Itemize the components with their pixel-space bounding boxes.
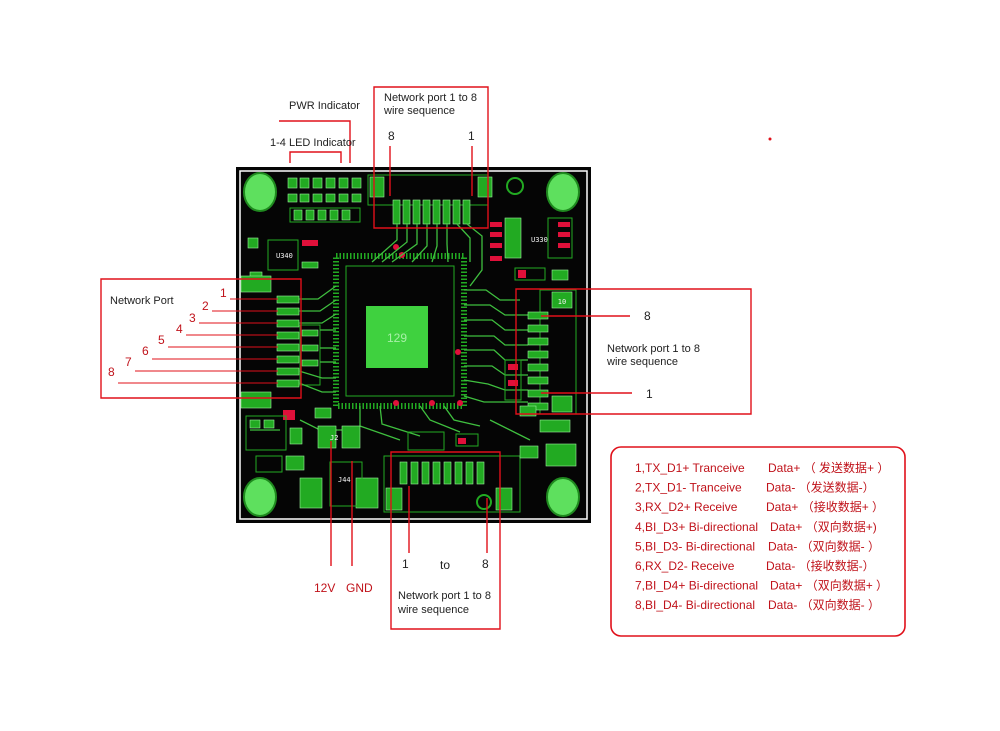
mounting-hole-bl <box>243 477 277 517</box>
chip-thermal-pad <box>366 306 428 368</box>
right-connector: 10 <box>504 289 577 433</box>
left-pin-2: 2 <box>202 299 209 313</box>
legend-pin-7: 7,BI_D4+ Bi-directional <box>635 579 758 593</box>
svg-text:10: 10 <box>558 298 566 306</box>
left-pin-7: 7 <box>125 355 132 369</box>
right-pin-bottom: 1 <box>646 387 653 401</box>
label-gnd: GND <box>346 581 373 595</box>
chip-label: 129 <box>387 331 407 345</box>
via-ring-top <box>506 177 524 195</box>
main-chip: 129 <box>333 244 467 409</box>
left-pin-4: 4 <box>176 322 183 336</box>
left-port-label: Network Port <box>110 295 174 307</box>
mounting-hole-br <box>546 477 580 517</box>
legend-pin-5: 5,BI_D3- Bi-directional <box>635 539 755 553</box>
bottom-pin-right: 8 <box>482 557 489 571</box>
annotation-labels: PWR Indicator 1-4 LED Indicator Network … <box>108 92 700 616</box>
legend-signal-5: Data- （双向数据- ） <box>768 538 880 553</box>
legend-pin-4: 4,BI_D3+ Bi-directional <box>635 520 758 534</box>
silk-j44: J44 <box>338 476 351 484</box>
via-ring-bottom <box>476 494 492 510</box>
top-port-label-line2: wire sequence <box>383 105 455 117</box>
silk-j2: J2 <box>330 434 338 442</box>
pin-legend: 1,TX_D1+ Tranceive Data+ （ 发送数据+ ） 2,TX_D1… <box>610 446 906 637</box>
mounting-hole-tl <box>243 172 277 212</box>
pcb-board: U330 U340 <box>236 167 591 523</box>
top-pin-left: 8 <box>388 129 395 143</box>
mounting-hole-tr <box>546 172 580 212</box>
power-connector: J44 J2 <box>245 415 577 509</box>
legend-rows: 1,TX_D1+ Tranceive Data+ （ 发送数据+ ） 2,TX_D1… <box>635 460 889 612</box>
bottom-to-label: to <box>440 558 450 572</box>
legend-box <box>610 446 906 637</box>
led-indicator-pads <box>287 177 362 223</box>
left-components: U340 <box>247 237 319 279</box>
legend-signal-7: Data+ （双向数据+ ） <box>770 578 888 593</box>
legend-pin-1: 1,TX_D1+ Tranceive <box>635 461 745 475</box>
left-pin-1: 1 <box>220 286 227 300</box>
top-pin-right: 1 <box>468 129 475 143</box>
legend-signal-2: Data- （发送数据-） <box>766 480 875 495</box>
right-pin-top: 8 <box>644 309 651 323</box>
pwr-indicator-label: PWR Indicator <box>289 100 360 112</box>
legend-pin-6: 6,RX_D2- Receive <box>635 559 735 573</box>
right-port-label-line1: Network port 1 to 8 <box>607 343 700 355</box>
legend-signal-6: Data- （接收数据-） <box>766 558 875 573</box>
top-port-label-line1: Network port 1 to 8 <box>384 92 477 104</box>
left-pin-lines <box>118 298 278 384</box>
bottom-port-label-line2: wire sequence <box>397 604 469 616</box>
right-port-label-line2: wire sequence <box>606 356 678 368</box>
left-pin-3: 3 <box>189 311 196 325</box>
left-pin-8: 8 <box>108 365 115 379</box>
legend-signal-1: Data+ （ 发送数据+ ） <box>768 460 889 475</box>
board-edge <box>239 170 588 520</box>
led-indicator-label: 1-4 LED Indicator <box>270 137 356 149</box>
mounting-holes <box>243 172 580 517</box>
legend-signal-3: Data+ （接收数据+ ） <box>766 499 884 514</box>
left-connector <box>240 275 332 420</box>
legend-pin-8: 8,BI_D4- Bi-directional <box>635 598 755 612</box>
label-12v: 12V <box>314 581 335 595</box>
bottom-port-label-line1: Network port 1 to 8 <box>398 590 491 602</box>
left-pin-6: 6 <box>142 344 149 358</box>
silk-u340: U340 <box>276 252 293 260</box>
bottom-pin-left: 1 <box>402 557 409 571</box>
legend-pin-2: 2,TX_D1- Tranceive <box>635 481 742 495</box>
annotation-lines <box>100 86 772 630</box>
legend-signal-8: Data- （双向数据- ） <box>768 597 880 612</box>
legend-signal-4: Data+ （双向数据+) <box>770 519 877 534</box>
left-pin-5: 5 <box>158 333 165 347</box>
legend-pin-3: 3,RX_D2+ Receive <box>635 500 738 514</box>
top-right-components: U330 <box>490 217 573 281</box>
silk-u330: U330 <box>531 236 548 244</box>
